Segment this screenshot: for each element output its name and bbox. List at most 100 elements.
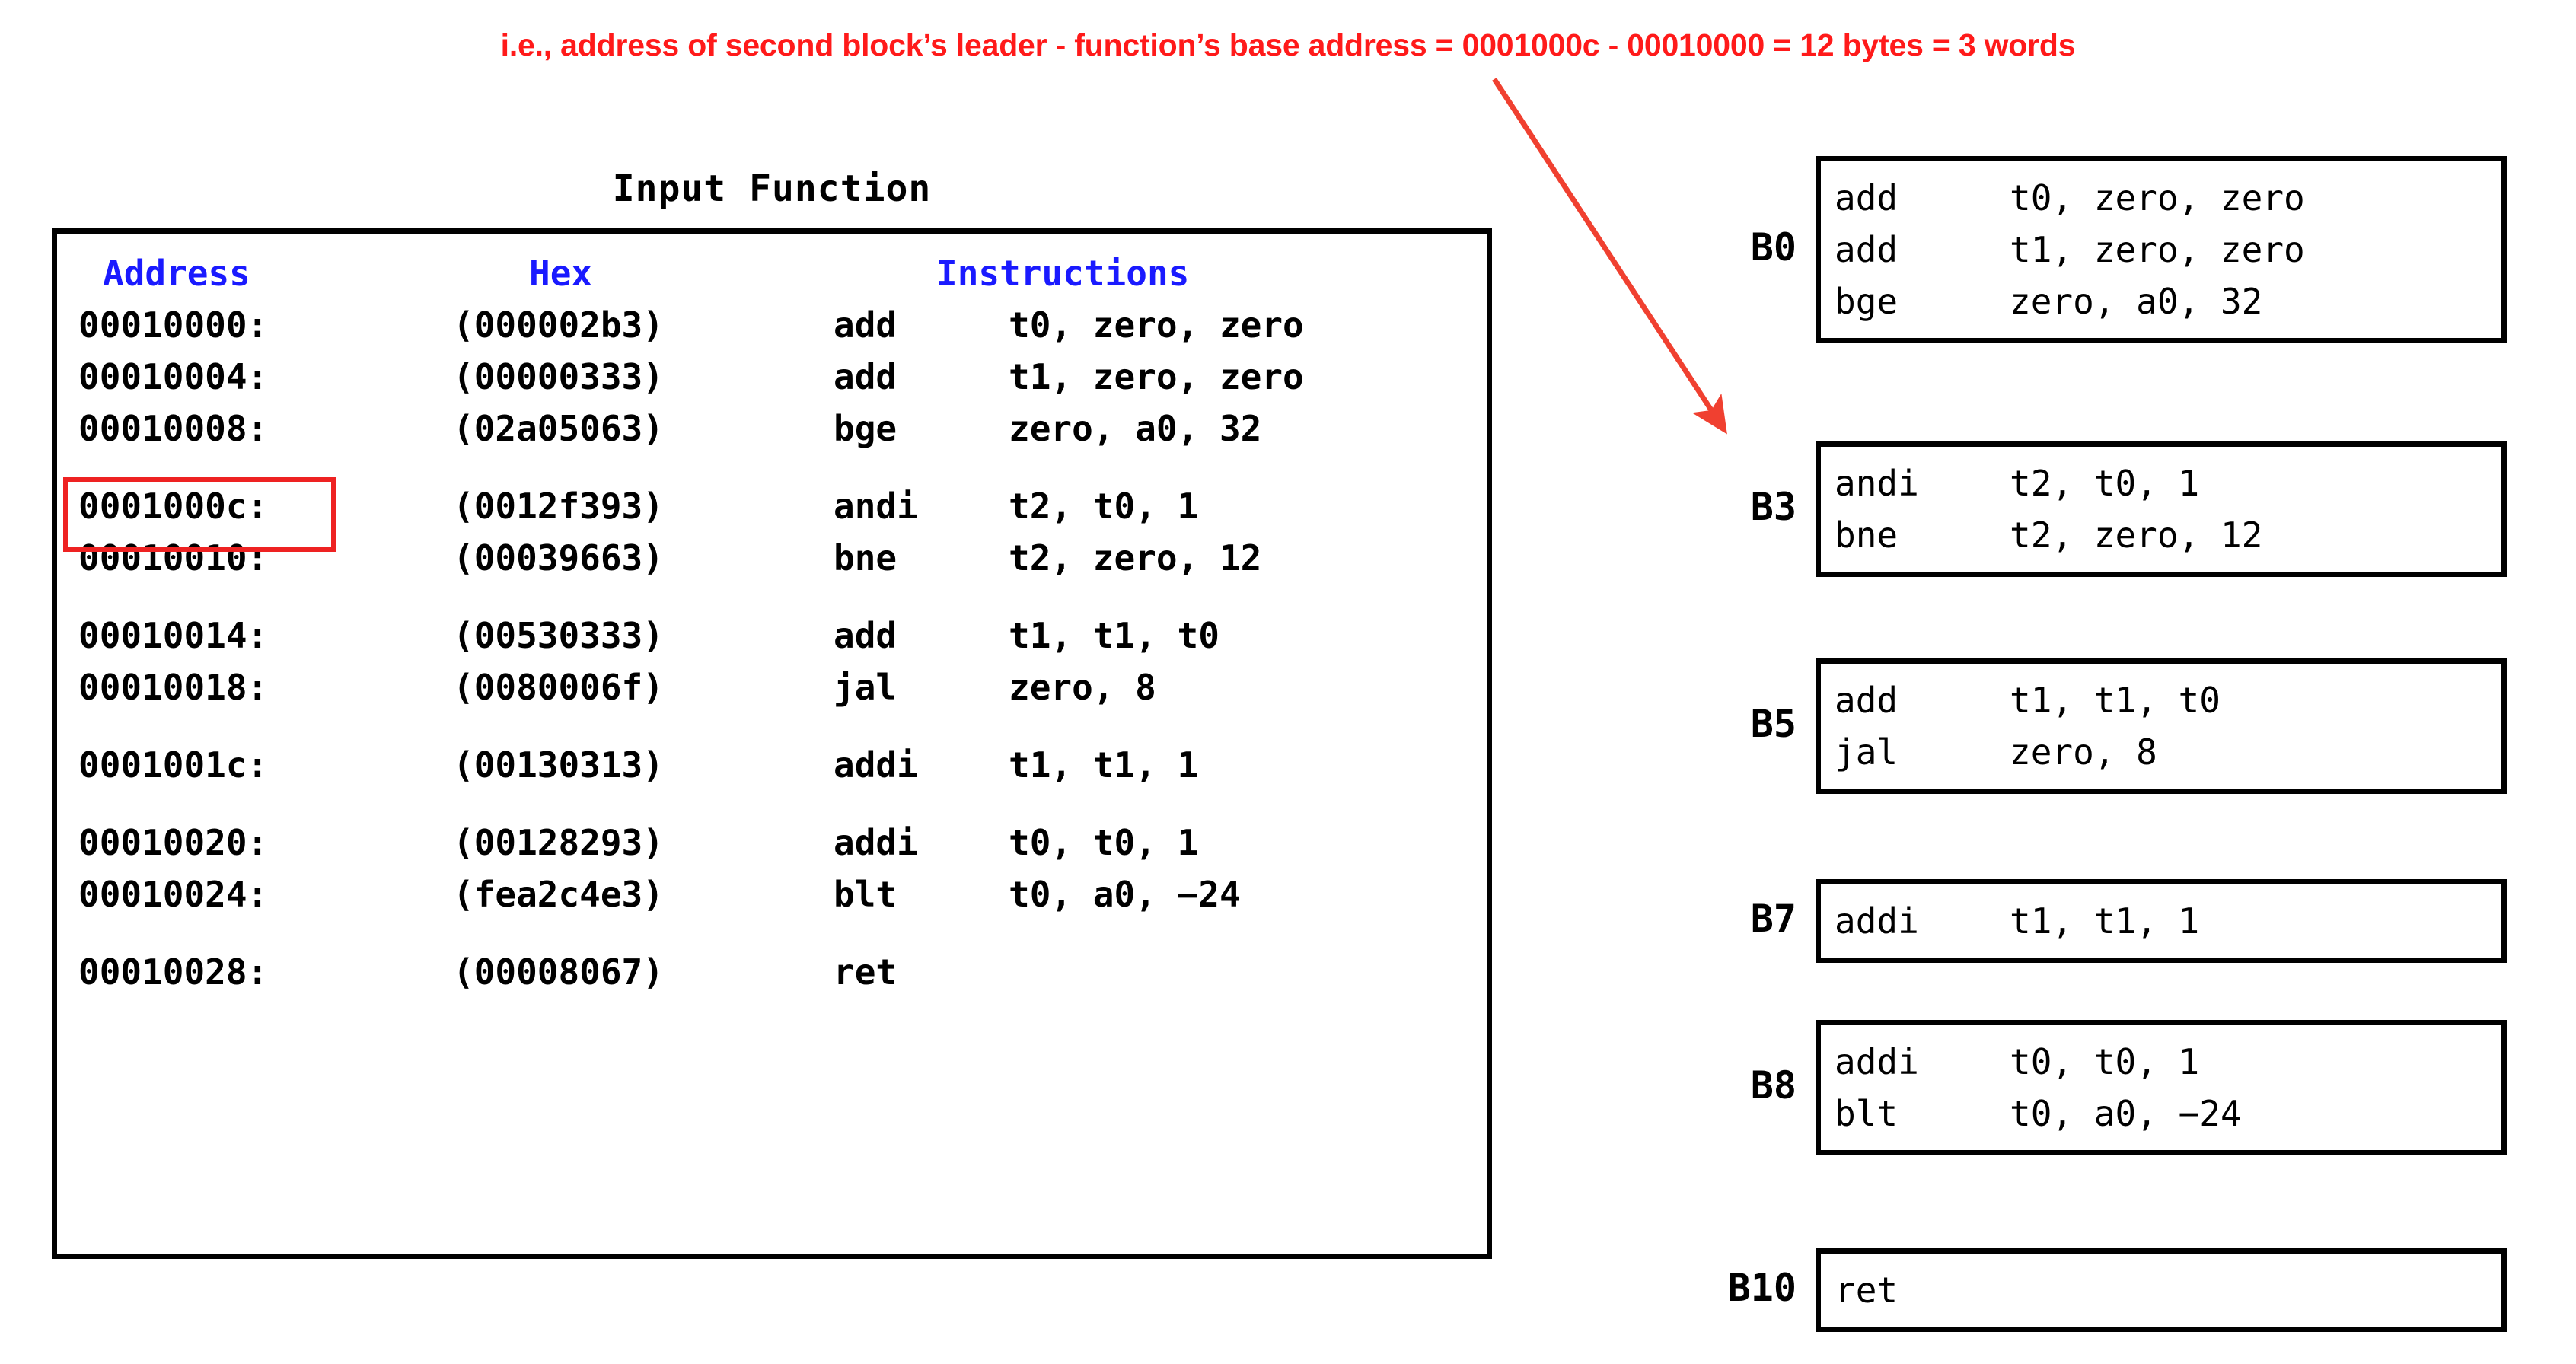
basic-block-instruction: andi t2, t0, 1: [1821, 457, 2501, 509]
instruction-hex: (00000333): [453, 356, 664, 397]
basic-block-instruction: bge zero, a0, 32: [1821, 276, 2501, 327]
instruction-hex: (0080006f): [453, 667, 664, 708]
column-header-instructions: Instructions: [936, 253, 1190, 294]
basic-block-instruction: jal zero, 8: [1821, 726, 2501, 778]
basic-block-label: B7: [1750, 897, 1797, 941]
instruction-operands: t1, zero, zero: [2010, 229, 2305, 270]
basic-block-box[interactable]: addi t0, t0, 1 blt t0, a0, −24: [1816, 1020, 2507, 1155]
instruction-operands: zero, 8: [2010, 731, 2157, 773]
instruction-operands: t0, a0, −24: [2010, 1093, 2242, 1134]
listing-row[interactable]: 00010004: (00000333) add t1, zero, zero: [57, 351, 1487, 403]
listing-header-row: Address Hex Instructions: [57, 247, 1487, 299]
basic-block-instruction: addi t0, t0, 1: [1821, 1036, 2501, 1088]
instruction-hex: (00008067): [453, 951, 664, 993]
instruction-operands: t0, a0, −24: [1009, 874, 1241, 915]
instruction-mnemonic: jal: [834, 667, 897, 708]
basic-block-instruction: add t1, t1, t0: [1821, 674, 2501, 726]
instruction-operands: t1, t1, 1: [2010, 900, 2200, 942]
instruction-address: 00010000:: [78, 304, 269, 346]
instruction-hex: (00530333): [453, 615, 664, 656]
instruction-operands: t0, t0, 1: [1009, 822, 1199, 863]
instruction-mnemonic: add: [834, 356, 897, 397]
instruction-mnemonic: add: [1835, 680, 1899, 721]
listing-row[interactable]: 00010000: (000002b3) add t0, zero, zero: [57, 299, 1487, 351]
basic-block-label: B10: [1727, 1266, 1797, 1310]
annotation-text: i.e., address of second block’s leader -…: [500, 27, 2076, 62]
instruction-hex: (00128293): [453, 822, 664, 863]
instruction-address: 0001000c:: [78, 486, 269, 527]
instruction-address: 00010028:: [78, 951, 269, 993]
basic-block-box[interactable]: add t1, t1, t0 jal zero, 8: [1816, 658, 2507, 794]
instruction-mnemonic: ret: [834, 951, 897, 993]
instruction-hex: (02a05063): [453, 408, 664, 449]
instruction-hex: (0012f393): [453, 486, 664, 527]
instruction-hex: (00039663): [453, 537, 664, 578]
instruction-hex: (000002b3): [453, 304, 664, 346]
basic-block-box[interactable]: ret: [1816, 1248, 2507, 1332]
instruction-mnemonic: addi: [834, 744, 918, 786]
instruction-operands: t2, t0, 1: [2010, 463, 2200, 504]
instruction-mnemonic: add: [834, 304, 897, 346]
listing-row[interactable]: 00010018: (0080006f) jal zero, 8: [57, 661, 1487, 713]
instruction-operands: t1, t1, t0: [2010, 680, 2221, 721]
instruction-operands: zero, 8: [1009, 667, 1156, 708]
instruction-mnemonic: andi: [834, 486, 918, 527]
instruction-address: 0001001c:: [78, 744, 269, 786]
basic-block-instruction: ret: [1821, 1264, 2501, 1316]
instruction-operands: t1, zero, zero: [1009, 356, 1304, 397]
instruction-mnemonic: bge: [834, 408, 897, 449]
basic-block-box[interactable]: andi t2, t0, 1 bne t2, zero, 12: [1816, 441, 2507, 577]
instruction-address: 00010024:: [78, 874, 269, 915]
instruction-mnemonic: addi: [1835, 900, 1919, 942]
basic-block-box[interactable]: addi t1, t1, 1: [1816, 879, 2507, 963]
listing-row[interactable]: 0001001c: (00130313) addi t1, t1, 1: [57, 739, 1487, 791]
basic-block-label: B0: [1750, 225, 1797, 269]
column-header-address: Address: [103, 253, 250, 294]
instruction-operands: t0, zero, zero: [2010, 177, 2305, 218]
instruction-mnemonic: andi: [1835, 463, 1919, 504]
instruction-hex: (00130313): [453, 744, 664, 786]
instruction-mnemonic: addi: [1835, 1041, 1919, 1082]
basic-block-instruction: add t1, zero, zero: [1821, 224, 2501, 276]
instruction-operands: t0, t0, 1: [2010, 1041, 2200, 1082]
instruction-operands: t2, zero, 12: [2010, 515, 2263, 556]
instruction-mnemonic: add: [1835, 177, 1899, 218]
page-title: Input Function: [612, 167, 932, 210]
instruction-mnemonic: addi: [834, 822, 918, 863]
listing-row[interactable]: 00010024: (fea2c4e3) blt t0, a0, −24: [57, 868, 1487, 920]
instruction-listing-table: Address Hex Instructions 00010000: (000002b3…: [52, 228, 1492, 1259]
basic-block-instruction: addi t1, t1, 1: [1821, 895, 2501, 947]
instruction-operands: t1, t1, 1: [1009, 744, 1199, 786]
instruction-address: 00010008:: [78, 408, 269, 449]
instruction-address: 00010018:: [78, 667, 269, 708]
instruction-mnemonic: ret: [1835, 1270, 1899, 1311]
basic-block-box[interactable]: add t0, zero, zero add t1, zero, zero bge zer…: [1816, 156, 2507, 343]
instruction-mnemonic: bne: [834, 537, 897, 578]
instruction-mnemonic: add: [1835, 229, 1899, 270]
instruction-operands: zero, a0, 32: [2010, 281, 2263, 322]
listing-row[interactable]: 00010028: (00008067) ret: [57, 946, 1487, 998]
leader-address-highlight-box: [63, 477, 336, 552]
instruction-mnemonic: blt: [1835, 1093, 1899, 1134]
listing-row[interactable]: 00010010: (00039663) bne t2, zero, 12: [57, 532, 1487, 584]
basic-block-instruction: add t0, zero, zero: [1821, 172, 2501, 224]
instruction-address: 00010004:: [78, 356, 269, 397]
instruction-hex: (fea2c4e3): [453, 874, 664, 915]
instruction-address: 00010010:: [78, 537, 269, 578]
basic-block-label: B5: [1750, 702, 1797, 746]
instruction-operands: t0, zero, zero: [1009, 304, 1304, 346]
instruction-mnemonic: bge: [1835, 281, 1899, 322]
instruction-mnemonic: bne: [1835, 515, 1899, 556]
instruction-operands: t2, zero, 12: [1009, 537, 1262, 578]
instruction-mnemonic: jal: [1835, 731, 1899, 773]
basic-block-instruction: blt t0, a0, −24: [1821, 1088, 2501, 1139]
column-header-hex: Hex: [529, 253, 593, 294]
instruction-mnemonic: blt: [834, 874, 897, 915]
instruction-operands: t1, t1, t0: [1009, 615, 1219, 656]
basic-block-label: B3: [1750, 485, 1797, 529]
basic-block-label: B8: [1750, 1063, 1797, 1107]
